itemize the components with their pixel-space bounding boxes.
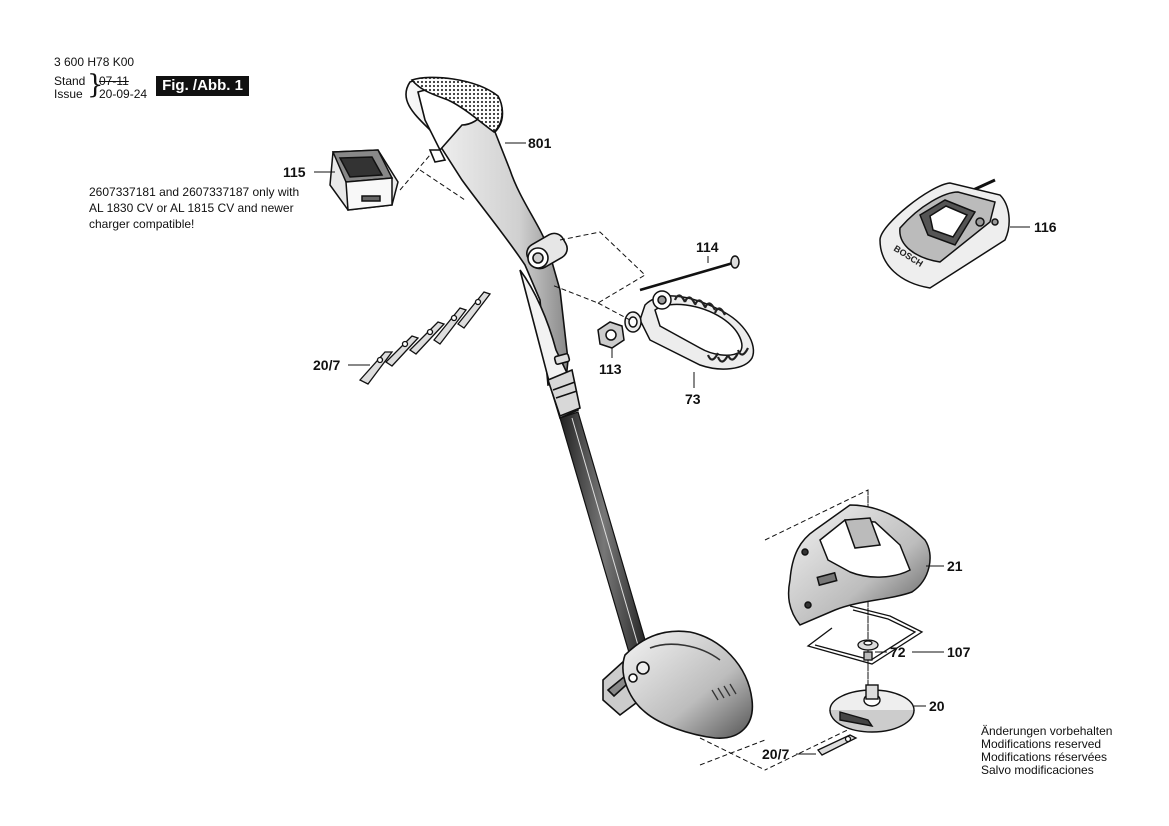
auxiliary-handle-73 — [639, 290, 755, 370]
blade-single-20-7 — [816, 734, 858, 756]
spring-wire-107 — [806, 605, 924, 665]
upper-handle-801 — [405, 76, 581, 420]
leader-lines — [314, 142, 1030, 755]
blade-disc-20 — [829, 684, 915, 733]
issue-value: 20-09-24 — [99, 87, 148, 101]
telescopic-shaft — [559, 411, 649, 657]
battery-note-line3: charger compatible! — [89, 217, 195, 231]
charger-116 — [879, 178, 1010, 289]
callout-73: 73 — [685, 391, 701, 407]
callout-20-7-bottom: 20/7 — [762, 746, 790, 762]
callout-114: 114 — [696, 239, 719, 255]
callout-107: 107 — [947, 644, 971, 660]
callout-116: 116 — [1034, 219, 1057, 235]
callout-20: 20 — [929, 698, 945, 714]
footer-line-en: Modifications reserved — [981, 737, 1102, 751]
battery-pack-115 — [329, 149, 399, 211]
callout-72: 72 — [890, 644, 906, 660]
brace-symbol: } — [87, 70, 104, 100]
document-number: 3 600 H78 K00 — [54, 55, 135, 69]
issue-label: Issue — [54, 87, 83, 101]
callout-113: 113 — [599, 361, 622, 377]
callout-20-7-top: 20/7 — [313, 357, 341, 373]
callout-21: 21 — [947, 558, 963, 574]
bolt-114 — [639, 255, 740, 292]
battery-note-line1: 2607337181 and 2607337187 only with — [89, 185, 300, 199]
knob-nut-113 — [597, 311, 642, 349]
blade-set-20-7 — [358, 291, 492, 385]
footer-line-es: Salvo modificaciones — [981, 763, 1094, 777]
motor-head — [602, 630, 754, 739]
stand-value: 07-11 — [99, 74, 129, 88]
battery-note-line2: AL 1830 CV or AL 1815 CV and newer — [89, 201, 294, 215]
callout-115: 115 — [283, 164, 306, 180]
footer-line-de: Änderungen vorbehalten — [981, 724, 1113, 738]
callout-801: 801 — [528, 135, 552, 151]
figure-label: Fig. /Abb. 1 — [156, 76, 249, 96]
screw-washer-72 — [857, 639, 879, 661]
assembly-guide-lines — [399, 154, 869, 771]
stand-label: Stand — [54, 74, 86, 88]
footer-line-fr: Modifications réservées — [981, 750, 1108, 764]
guard-21 — [787, 504, 931, 626]
